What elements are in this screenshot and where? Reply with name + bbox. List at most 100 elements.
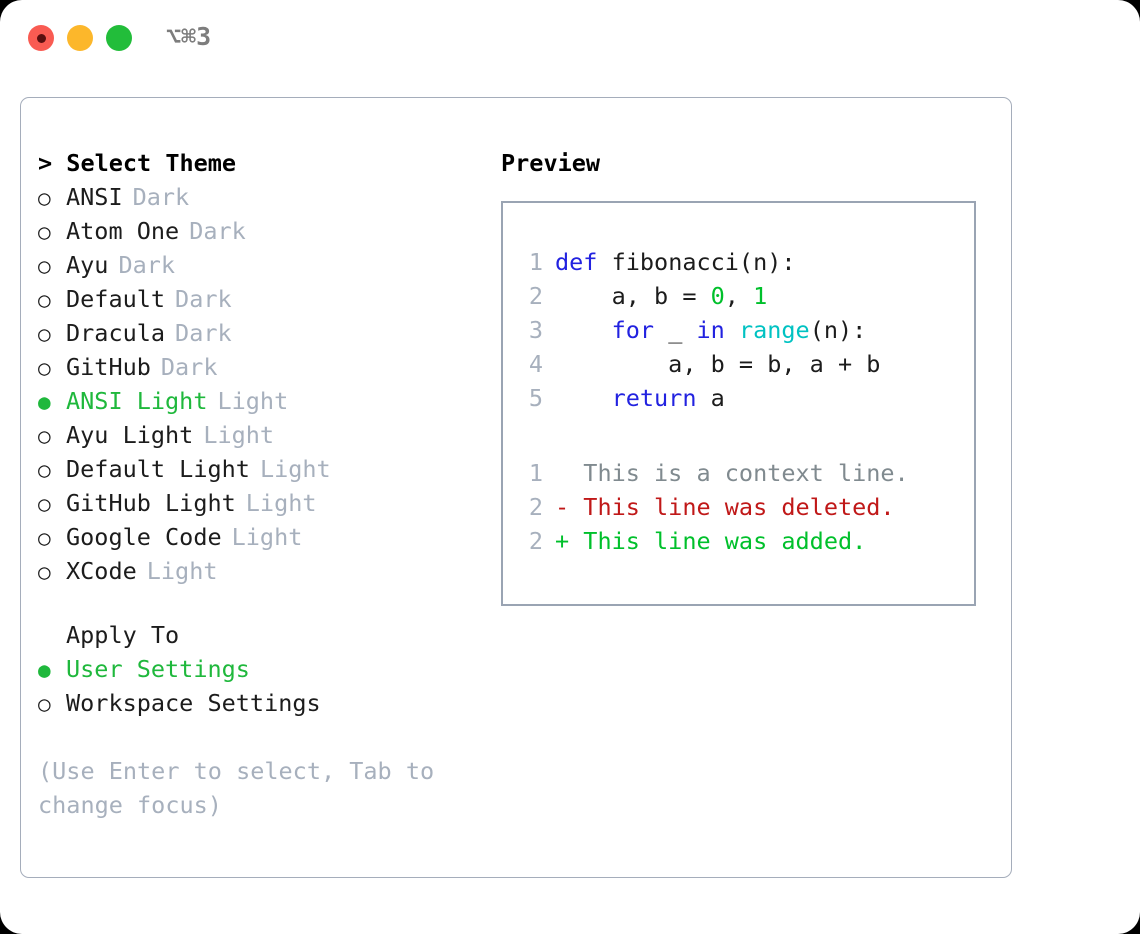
code-sample: 1 def fibonacci(n): 2 a, b = 0, 1 3 for _ i…	[517, 245, 965, 415]
theme-option-label: GitHub	[66, 353, 151, 381]
code-token-plain: fibonacci(n):	[597, 248, 796, 276]
theme-option-category: Dark	[132, 183, 190, 211]
code-line-text: a, b = b, a + b	[555, 347, 880, 381]
theme-option-label: Dracula	[66, 319, 166, 347]
spacer	[38, 588, 488, 618]
theme-option-label: ANSI	[66, 183, 123, 211]
apply-to-option-label: Workspace Settings	[66, 689, 321, 717]
line-number: 5	[528, 384, 543, 412]
radio-unselected-icon: ○	[38, 526, 51, 550]
code-token-keyword: for	[611, 316, 655, 344]
radio-unselected-icon: ○	[38, 186, 51, 210]
code-token-keyword: in	[696, 316, 725, 344]
theme-option-category: Dark	[160, 353, 218, 381]
code-token-plain	[725, 316, 739, 344]
theme-option-label: Atom One	[66, 217, 180, 245]
apply-to-option-workspace-settings[interactable]: ○ Workspace Settings	[38, 686, 488, 720]
preview-title: Preview	[501, 149, 601, 177]
theme-option-ansi[interactable]: ○ ANSI Dark	[38, 180, 488, 214]
window-controls	[28, 25, 132, 51]
code-line-text: a, b = 0, 1	[555, 279, 768, 313]
preview-box: 1 def fibonacci(n): 2 a, b = 0, 1 3 for _ i…	[501, 201, 976, 606]
theme-option-label: GitHub Light	[66, 489, 236, 517]
theme-option-label: Ayu Light	[66, 421, 194, 449]
code-token-plain: ,	[724, 282, 754, 310]
line-number: 1	[528, 248, 543, 276]
radio-unselected-icon: ○	[38, 424, 51, 448]
code-token-plain	[555, 384, 612, 412]
radio-unselected-icon: ○	[38, 322, 51, 346]
apply-to-list[interactable]: ●User Settings ○ Workspace Settings	[38, 652, 488, 720]
code-token-keyword: return	[611, 384, 697, 412]
spacer	[517, 415, 965, 456]
minimize-window-button[interactable]	[67, 25, 93, 51]
line-number: 2	[528, 493, 543, 521]
page-title: > Select Theme	[38, 149, 237, 177]
code-token-plain: a	[696, 384, 725, 412]
line-number: 1	[528, 459, 543, 487]
apply-to-heading: Apply To	[66, 621, 180, 649]
code-line: 5 return a	[517, 381, 965, 415]
diff-line: 2 + This line was added.	[517, 524, 965, 558]
close-window-button[interactable]	[28, 25, 54, 51]
diff-line: 2- This line was deleted.	[517, 490, 965, 524]
code-token-plain: a, b =	[555, 282, 711, 310]
code-token-keyword: def	[555, 248, 598, 276]
code-token-plain	[555, 316, 612, 344]
theme-option-label: XCode	[66, 557, 137, 585]
theme-option-atom-one[interactable]: ○ Atom One Dark	[38, 214, 488, 248]
spacer	[38, 720, 488, 754]
code-line-text: for _ in range(n):	[555, 313, 867, 347]
theme-option-category: Dark	[118, 251, 176, 279]
code-preview: 1 def fibonacci(n): 2 a, b = 0, 1 3 for _ i…	[517, 245, 965, 558]
code-token-number: 0	[710, 282, 725, 310]
theme-option-label: Google Code	[66, 523, 222, 551]
theme-option-ayu-light[interactable]: ○ Ayu Light Light	[38, 418, 488, 452]
radio-unselected-icon: ○	[38, 560, 51, 584]
radio-unselected-icon: ○	[38, 356, 51, 380]
radio-unselected-icon: ○	[38, 458, 51, 482]
line-number: 2	[528, 282, 543, 310]
theme-option-category: Light	[146, 557, 218, 585]
maximize-window-button[interactable]	[106, 25, 132, 51]
diff-line-text-add: + This line was added.	[555, 527, 867, 555]
theme-option-category: Light	[203, 421, 275, 449]
radio-unselected-icon: ○	[38, 288, 51, 312]
radio-unselected-icon: ○	[38, 492, 51, 516]
theme-option-category: Dark	[189, 217, 246, 245]
theme-option-category: Light	[259, 455, 331, 483]
theme-option-category: Dark	[175, 319, 232, 347]
code-token-function: range	[738, 316, 810, 344]
code-line: 1 def fibonacci(n):	[517, 245, 965, 279]
code-token-plain: (n):	[809, 316, 867, 344]
line-number: 3	[528, 316, 543, 344]
theme-option-github[interactable]: ○ GitHub Dark	[38, 350, 488, 384]
code-token-number: 1	[753, 282, 768, 310]
keyboard-hint: (Use Enter to select, Tab to change focu…	[38, 757, 435, 819]
preview-column: Preview 1 def fibonacci(n): 2 a, b = 0, 1 3…	[501, 146, 1001, 606]
radio-unselected-icon: ○	[38, 220, 51, 244]
radio-unselected-icon: ○	[38, 692, 51, 716]
radio-selected-icon: ●	[38, 658, 51, 682]
line-number: 2	[528, 527, 543, 555]
theme-option-category: Light	[217, 387, 289, 415]
apply-to-option-user-settings[interactable]: ●User Settings	[38, 652, 488, 686]
theme-option-dracula[interactable]: ○ Dracula Dark	[38, 316, 488, 350]
code-line: 2 a, b = 0, 1	[517, 279, 965, 313]
theme-option-xcode[interactable]: ○ XCode Light	[38, 554, 488, 588]
code-token-plain: a, b = b, a + b	[555, 350, 881, 378]
line-number: 4	[528, 350, 543, 378]
radio-selected-icon: ●	[38, 390, 51, 414]
diff-line: 1 This is a context line.	[517, 456, 965, 490]
